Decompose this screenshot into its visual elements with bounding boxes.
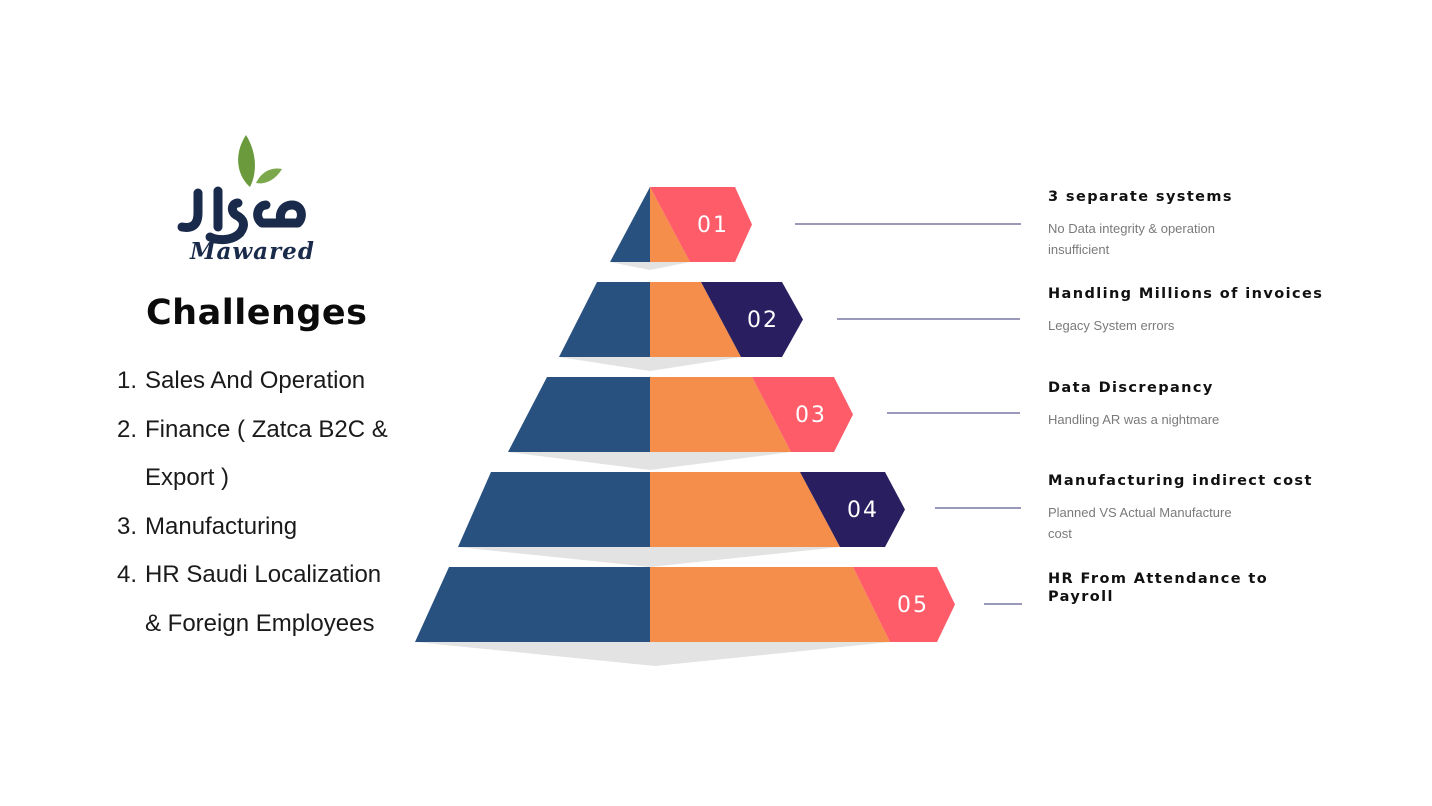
list-item: 3.Manufacturing	[117, 512, 298, 540]
mawared-logo: Mawared	[158, 125, 333, 290]
pyramid-tier-4: 04	[458, 472, 905, 547]
list-item: 4.HR Saudi Localization	[117, 561, 382, 588]
tier-description: Planned VS Actual Manufacture cost	[1048, 505, 1232, 541]
leaf-small-icon	[256, 168, 282, 184]
tier-shadows	[415, 262, 890, 666]
page-title: Challenges	[146, 293, 368, 333]
logo-graphic	[177, 135, 306, 245]
tier-label: 01	[697, 213, 729, 238]
leaf-icon	[238, 135, 255, 187]
tier-title: Data Discrepancy	[1048, 380, 1214, 396]
tier-label: 03	[795, 403, 827, 428]
pyramid-tier-3: 03	[508, 377, 853, 452]
pyramid-tier-2: 02	[559, 282, 803, 357]
list-item: 2.Finance ( Zatca B2C &	[117, 415, 388, 443]
tier-description: Handling AR was a nightmare	[1048, 412, 1220, 427]
tier-title: HR From Attendance to Payroll	[1048, 571, 1269, 605]
pyramid-tier-1: 01	[610, 187, 752, 262]
connector-lines	[795, 223, 1022, 605]
tier-info-5: HR From Attendance to Payroll	[1048, 570, 1278, 606]
tier-title: 3 separate systems	[1048, 189, 1233, 205]
list-item: 1.Sales And Operation	[117, 367, 366, 394]
tier-info-2: Handling Millions of invoices Legacy Sys…	[1048, 285, 1338, 336]
tier-title: Manufacturing indirect cost	[1048, 473, 1313, 489]
tier-label: 05	[897, 593, 929, 618]
tier-info-1: 3 separate systems No Data integrity & o…	[1048, 188, 1338, 260]
tier-description: No Data integrity & operation insufficie…	[1048, 221, 1215, 257]
logo-latin-text: Mawared	[190, 238, 315, 265]
tier-info-3: Data Discrepancy Handling AR was a night…	[1048, 379, 1338, 430]
tier-description: Legacy System errors	[1048, 318, 1175, 333]
challenges-list: 1.Sales And Operation 2.Finance ( Zatca …	[117, 362, 388, 653]
tier-info-4: Manufacturing indirect cost Planned VS A…	[1048, 472, 1338, 544]
tier-title: Handling Millions of invoices	[1048, 286, 1324, 302]
tier-label: 04	[847, 498, 879, 523]
list-item-continuation: Export )	[145, 464, 230, 491]
pyramid-tier-5: 05	[415, 567, 955, 642]
tier-label: 02	[747, 308, 779, 333]
list-item-continuation: & Foreign Employees	[145, 609, 375, 637]
